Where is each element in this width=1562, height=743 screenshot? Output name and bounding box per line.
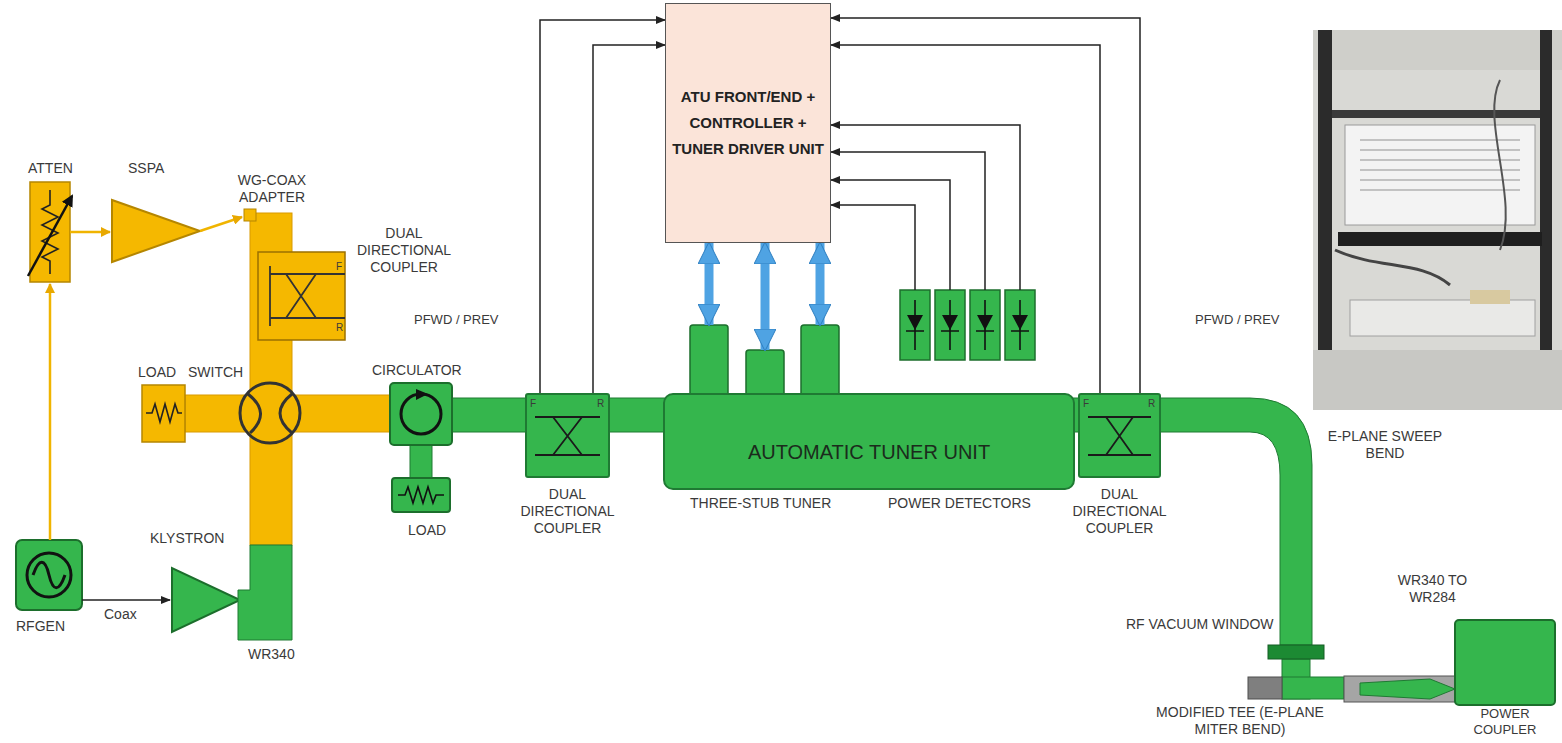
sspa-symbol xyxy=(112,200,200,262)
part-label: CIRCULATOR xyxy=(372,362,462,379)
coupler-symbol xyxy=(258,252,345,340)
component-label: DUAL DIRECTIONAL COUPLER xyxy=(512,486,624,537)
part-label: WR340 xyxy=(248,646,295,663)
window-and-tee xyxy=(1248,645,1344,699)
part-label: PFWD / PREV xyxy=(1195,312,1280,328)
component-label: DUAL DIRECTIONAL COUPLER xyxy=(1064,486,1176,537)
signal-line xyxy=(831,180,950,290)
signal-line xyxy=(831,18,1140,393)
signal-line xyxy=(831,205,915,290)
part-label: LOAD xyxy=(138,364,176,381)
coax-line xyxy=(82,599,170,601)
part-label: MODIFIED TEE (E-PLANE MITER BEND) xyxy=(1150,704,1330,738)
coax-line xyxy=(49,284,52,540)
part-label: KLYSTRON xyxy=(150,530,224,547)
tuner-unit-box: AUTOMATIC TUNER UNIT xyxy=(663,393,1075,490)
box-title: AUTOMATIC TUNER UNIT xyxy=(748,440,990,464)
part-label: SSPA xyxy=(128,160,164,177)
part-label: R xyxy=(336,321,343,334)
adapter-symbol xyxy=(244,209,256,221)
coax-line xyxy=(200,217,242,231)
signal-line xyxy=(831,45,1100,393)
rf-generator-symbol xyxy=(16,540,82,610)
rack-photo xyxy=(1313,30,1562,410)
controller-box: ATU FRONT/END + CONTROLLER + TUNER DRIVE… xyxy=(665,3,831,243)
part-label: R xyxy=(1148,397,1155,410)
part-label: Coax xyxy=(104,606,137,623)
coax-line xyxy=(70,231,110,234)
part-label: RF VACUUM WINDOW xyxy=(1126,616,1274,633)
part-label: E-PLANE SWEEP BEND xyxy=(1320,428,1450,462)
part-label: POWER COUPLER xyxy=(1460,706,1550,738)
part-label: DUAL DIRECTIONAL COUPLER xyxy=(348,225,460,276)
control-arrow xyxy=(761,243,770,350)
part-label: LOAD xyxy=(408,522,446,539)
signal-line xyxy=(831,125,1020,290)
control-arrow xyxy=(705,243,714,325)
circulator-symbol xyxy=(390,383,452,512)
part-label: ATTEN xyxy=(28,160,73,177)
switch-symbol xyxy=(240,383,300,443)
part-label: F xyxy=(336,260,342,273)
part-label: SWITCH xyxy=(188,364,243,381)
load-symbol xyxy=(142,385,185,442)
attenuator-symbol xyxy=(28,182,72,282)
box-title: ATU FRONT/END + CONTROLLER + TUNER DRIVE… xyxy=(670,84,826,162)
waveguide xyxy=(238,545,292,640)
part-label: F xyxy=(1083,397,1089,410)
signal-line xyxy=(593,45,665,393)
control-arrow xyxy=(816,243,825,325)
part-label: POWER DETECTORS xyxy=(888,495,1031,512)
power-coupler-symbol xyxy=(1344,620,1555,705)
part-label: RFGEN xyxy=(16,618,65,635)
klystron-symbol xyxy=(172,568,240,632)
part-label: WG-COAX ADAPTER xyxy=(232,172,312,206)
signal-line xyxy=(540,20,665,393)
part-label: PFWD / PREV xyxy=(414,312,499,328)
signal-line xyxy=(831,152,985,290)
part-label: WR340 TO WR284 xyxy=(1390,572,1475,606)
part-label: THREE-STUB TUNER xyxy=(690,495,831,512)
power-detector xyxy=(900,290,1035,360)
part-label: R xyxy=(597,397,604,410)
part-label: F xyxy=(530,397,536,410)
